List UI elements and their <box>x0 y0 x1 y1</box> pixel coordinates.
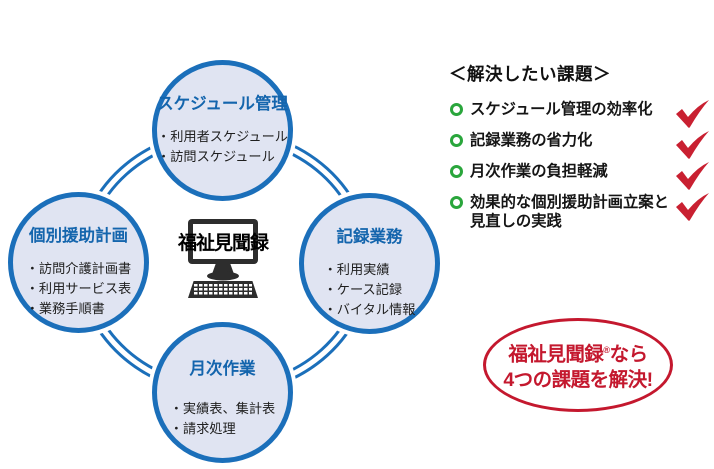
circle-title: 月次作業 <box>189 360 256 378</box>
issue-row: 記録業務の省力化 <box>450 131 712 159</box>
registered-mark: ® <box>603 344 610 355</box>
list-item: ・バイタル情報 <box>323 302 416 317</box>
issue-row: 効果的な個別援助計画立案と見直しの実践 <box>450 193 712 231</box>
circle-items: ・訪問介護計画書 ・利用サービス表 ・業務手順書 <box>26 259 132 319</box>
list-item: ・ケース記録 <box>323 282 403 297</box>
badge-suffix: なら <box>609 343 649 366</box>
feature-circle-schedule: スケジュール管理 ・利用者スケジュール ・訪問スケジュール <box>152 60 293 201</box>
keyboard-keys <box>194 284 252 295</box>
ring-bullet-icon <box>450 103 463 116</box>
ring-bullet-icon <box>450 196 463 209</box>
list-item: ・訪問スケジュール <box>157 149 275 164</box>
list-item: ・利用サービス表 <box>25 281 132 296</box>
list-item: ・訪問介護計画書 <box>25 261 132 276</box>
solution-badge: 福祉見聞録®なら 4つの課題を解決! <box>483 318 673 412</box>
issue-text: スケジュール管理の効率化 <box>470 101 653 118</box>
issues-list: スケジュール管理の効率化 記録業務の省力化 月次作業の負担軽減 効果的な個別援助… <box>450 100 712 242</box>
issue-text: 月次作業の負担軽減 <box>470 163 608 180</box>
circle-items: ・利用実績 ・ケース記録 ・バイタル情報 <box>324 260 416 320</box>
list-item: ・業務手順書 <box>25 301 105 316</box>
issues-heading: ＜解決したい課題＞ <box>449 64 611 84</box>
list-item: ・請求処理 <box>169 421 236 436</box>
product-logo: 福祉見聞録 <box>177 233 269 254</box>
feature-circle-records: 記録業務 ・利用実績 ・ケース記録 ・バイタル情報 <box>299 193 440 334</box>
issue-row: 月次作業の負担軽減 <box>450 162 712 190</box>
feature-circle-plan: 個別援助計画 ・訪問介護計画書 ・利用サービス表 ・業務手順書 <box>8 192 149 333</box>
circle-title: 記録業務 <box>336 228 403 246</box>
badge-brand: 福祉見聞録 <box>508 343 604 366</box>
circle-items: ・実績表、集計表 ・請求処理 <box>170 399 276 439</box>
badge-line1: 福祉見聞録®なら <box>508 337 649 368</box>
checkmark-icon <box>676 193 709 221</box>
keyboard-icon <box>188 281 258 298</box>
circle-title: スケジュール管理 <box>157 95 288 113</box>
ring-bullet-icon <box>450 134 463 147</box>
checkmark-icon <box>676 100 709 128</box>
feature-circle-monthly: 月次作業 ・実績表、集計表 ・請求処理 <box>152 322 293 463</box>
badge-line2: 4つの課題を解決! <box>503 369 653 392</box>
circle-items: ・利用者スケジュール ・訪問スケジュール <box>157 127 288 167</box>
checkmark-icon <box>676 162 709 190</box>
list-item: ・利用実績 <box>323 262 390 277</box>
monitor-icon <box>188 219 258 264</box>
list-item: ・利用者スケジュール <box>157 129 288 144</box>
issue-text: 効果的な個別援助計画立案と見直しの実践 <box>470 194 669 230</box>
issue-text: 記録業務の省力化 <box>470 132 593 149</box>
list-item: ・実績表、集計表 <box>169 401 276 416</box>
circle-title: 個別援助計画 <box>29 227 128 245</box>
monitor-stand-icon <box>207 263 239 281</box>
monitor-screen <box>193 224 253 259</box>
checkmark-icon <box>676 131 709 159</box>
issue-row: スケジュール管理の効率化 <box>450 100 712 128</box>
ring-bullet-icon <box>450 165 463 178</box>
